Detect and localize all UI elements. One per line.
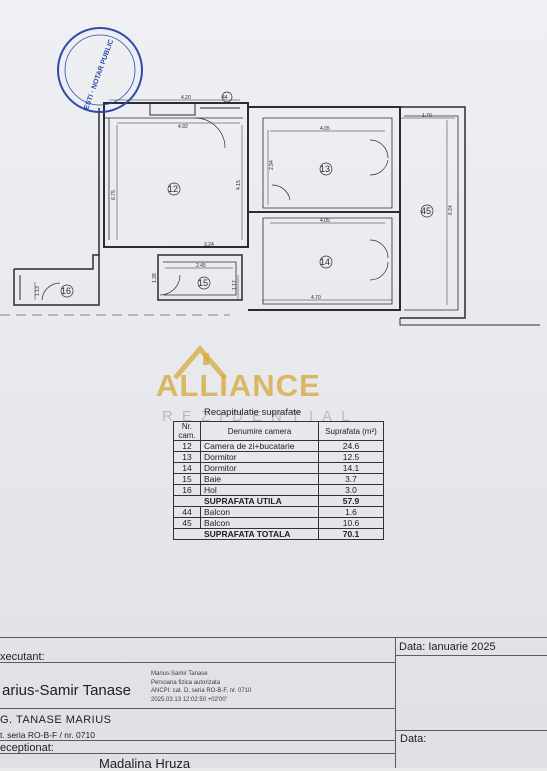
room-number: 15 xyxy=(198,278,208,288)
title-block-divider xyxy=(0,637,547,638)
table-header-row: Nr. cam. Denumire camera Suprafata (m²) xyxy=(173,421,384,441)
title-block-divider xyxy=(395,637,396,768)
dimension-label: 6.75 xyxy=(111,190,117,200)
util-row: SUPRAFATA UTILA 57.9 xyxy=(173,495,384,507)
cell-name: Baie xyxy=(200,473,319,485)
total-value: 70.1 xyxy=(318,528,384,540)
table-row: 15 Baie 3.7 xyxy=(173,473,384,485)
table-row: 44 Balcon 1.6 xyxy=(173,506,384,518)
watermark-brand: ALLIANCE xyxy=(156,368,321,403)
signature-line: ANCPI: cat. D, seria RO-B-F, nr. 0710 xyxy=(151,688,252,694)
digital-signature: Marius-Samir Tanase Persoana fizica auto… xyxy=(151,670,251,704)
table-row: 16 Hol 3.0 xyxy=(173,484,384,496)
table-row: 14 Dormitor 14.1 xyxy=(173,462,384,474)
dimension-label: 1.38 xyxy=(152,273,158,283)
brand-watermark: ALLIANCE REZIDENTIAL xyxy=(150,338,400,428)
cell-area: 3.0 xyxy=(318,484,384,496)
cell-nr: 45 xyxy=(173,517,201,529)
date-label: Data: Ianuarie 2025 xyxy=(399,641,496,653)
table-row: 13 Dormitor 12.5 xyxy=(173,451,384,463)
engineer-serie: t. seria RO-B-F / nr. 0710 xyxy=(0,730,95,740)
cell-nr: 15 xyxy=(173,473,201,485)
cell-area: 24.6 xyxy=(318,440,384,452)
header-denumire: Denumire camera xyxy=(200,421,319,441)
date-label-2: Data: xyxy=(400,733,427,745)
util-value: 57.9 xyxy=(318,495,384,507)
signature-line: 2025.03.13 12:02:50 +02'00' xyxy=(151,696,227,703)
room-number: 13 xyxy=(320,164,330,174)
total-row: SUPRAFATA TOTALA 70.1 xyxy=(173,528,384,540)
dimension-label: 4.92 xyxy=(178,124,188,130)
dimension-label: 1.70 xyxy=(422,113,432,119)
cell-nr: 16 xyxy=(173,484,201,496)
title-block-divider xyxy=(0,708,395,709)
recap-table: Nr. cam. Denumire camera Suprafata (m²) … xyxy=(173,421,384,540)
cell-nr: 12 xyxy=(173,440,201,452)
cell-area: 3.7 xyxy=(318,473,384,485)
cell-name: Dormitor xyxy=(200,451,319,463)
cell-area: 12.5 xyxy=(318,451,384,463)
total-label: SUPRAFATA TOTALA xyxy=(173,528,319,540)
title-block-divider xyxy=(0,662,395,663)
cell-nr: 44 xyxy=(173,506,201,518)
table-row: 12 Camera de zi+bucatarie 24.6 xyxy=(173,440,384,452)
receptionat-name: Madalina Hruza xyxy=(99,756,191,771)
signature-line: Marius-Samir Tanase xyxy=(151,671,208,677)
executant-name: arius-Samir Tanase xyxy=(2,682,131,699)
watermark-sub: REZIDENTIAL xyxy=(162,408,359,425)
cell-area: 1.6 xyxy=(318,506,384,518)
executant-label: xecutant: xyxy=(0,651,45,663)
room-number: 16 xyxy=(61,286,71,296)
dimension-label: 3.24 xyxy=(204,242,214,248)
title-block-divider xyxy=(395,730,547,731)
cell-name: Camera de zi+bucatarie xyxy=(200,440,319,452)
table-row: 45 Balcon 10.6 xyxy=(173,517,384,529)
dimension-label: 4.70 xyxy=(311,295,321,301)
house-logo-icon xyxy=(173,345,227,380)
cell-nr: 14 xyxy=(173,462,201,474)
dimension-label: 6.24 xyxy=(448,205,454,215)
dimension-label: 2.45 xyxy=(196,263,206,269)
title-block-divider xyxy=(395,655,547,656)
room-number: 12 xyxy=(168,184,178,194)
cell-area: 10.6 xyxy=(318,517,384,529)
cell-nr: 13 xyxy=(173,451,201,463)
dimension-label: 4.05 xyxy=(320,126,330,132)
dimension-label: 1.17 xyxy=(232,280,238,290)
room-number: 45 xyxy=(421,206,431,216)
floor-plan: 12 13 14 15 16 44 45 4.20 4.92 4.05 1.70… xyxy=(0,27,540,326)
dimension-label: 1.13 xyxy=(35,286,41,296)
cell-name: Hol xyxy=(200,484,319,496)
header-nr: Nr. cam. xyxy=(173,421,201,441)
engineer-name: G. TANASE MARIUS xyxy=(0,714,112,726)
header-suprafata: Suprafata (m²) xyxy=(318,421,384,441)
room-number: 44 xyxy=(222,95,228,101)
cell-name: Dormitor xyxy=(200,462,319,474)
dimension-label: 4.20 xyxy=(181,95,191,101)
recap-title: Recapitulatie suprafate xyxy=(204,407,302,418)
cell-name: Balcon xyxy=(200,517,319,529)
title-block-divider xyxy=(0,753,395,754)
util-label: SUPRAFATA UTILA xyxy=(173,495,319,507)
dimension-label: 2.94 xyxy=(269,160,275,170)
dimension-label: 4.15 xyxy=(236,180,242,190)
cell-area: 14.1 xyxy=(318,462,384,474)
room-number: 14 xyxy=(320,257,330,267)
signature-line: Persoana fizica autorizata xyxy=(151,679,221,686)
dimension-label: 4.05 xyxy=(320,218,330,224)
notary-stamp: ESTI · NOTAR PUBLIC xyxy=(57,27,143,113)
cell-name: Balcon xyxy=(200,506,319,518)
title-block-divider xyxy=(0,740,395,741)
receptionat-label: eceptionat: xyxy=(0,742,54,754)
